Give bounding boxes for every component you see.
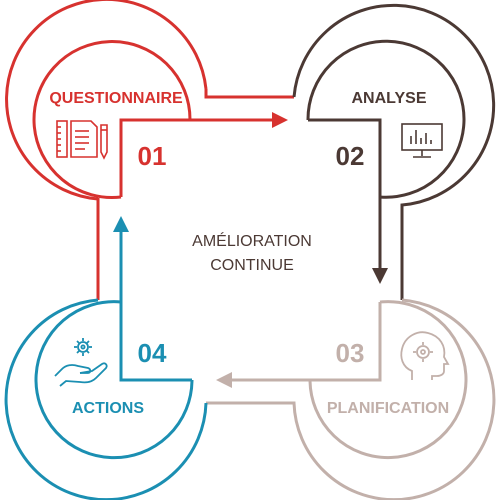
step-04-arrowhead	[113, 216, 129, 232]
step-03-label: PLANIFICATION	[327, 400, 449, 417]
step-03-arrowhead	[216, 372, 232, 388]
step-04-label: ACTIONS	[72, 400, 144, 417]
step-03-arrow-line	[232, 302, 382, 382]
step-02-ring	[292, 3, 496, 300]
center-title-line-2: CONTINUE	[210, 257, 294, 274]
center-title-line-1: AMÉLIORATION	[192, 231, 312, 250]
step-01-arrowhead	[272, 112, 288, 128]
step-04-ring	[4, 298, 208, 500]
head-gear-icon	[400, 331, 450, 380]
step-04-arrow-line	[119, 232, 192, 382]
step-actions	[4, 232, 208, 500]
step-02-label: ANALYSE	[352, 90, 427, 107]
step-02-number: 02	[336, 141, 365, 171]
step-questionnaire	[5, 0, 294, 201]
step-02-arrow-line	[308, 118, 382, 268]
step-planification	[206, 298, 496, 500]
step-01-ring	[5, 0, 208, 201]
step-01-number: 01	[138, 141, 167, 171]
step-03-number: 03	[336, 338, 365, 368]
monitor-chart-icon	[401, 123, 443, 158]
step-01-top-connector	[204, 89, 294, 99]
step-02-inner-ring	[306, 39, 466, 199]
step-01-inner-ring	[32, 40, 192, 200]
step-04-inner-ring	[34, 300, 194, 460]
step-03-ring	[206, 298, 496, 500]
document-tools-icon	[56, 120, 108, 160]
step-analyse	[292, 3, 496, 300]
step-02-arrowhead	[372, 268, 388, 284]
step-04-number: 04	[138, 338, 167, 368]
step-01-label: QUESTIONNAIRE	[49, 90, 183, 107]
hand-gear-icon	[54, 338, 108, 387]
step-01-arrow-line	[119, 118, 272, 197]
step-03-inner-ring	[308, 300, 468, 460]
